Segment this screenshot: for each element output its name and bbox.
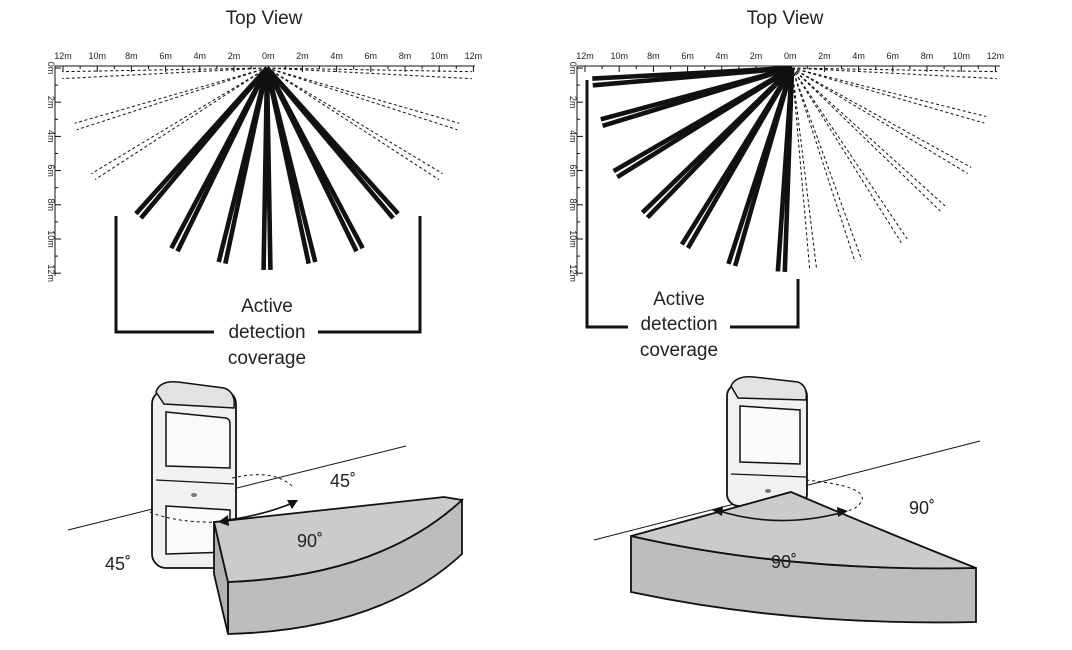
x-tick-label: 8m [125, 51, 138, 61]
x-tick-label: 12m [987, 51, 1005, 61]
x-tick-label: 6m [159, 51, 172, 61]
x-tick-label: 10m [88, 51, 106, 61]
y-tick-label: 8m [46, 199, 56, 212]
y-tick-label: 6m [568, 164, 578, 177]
coverage-label-line2-left: detection [228, 322, 305, 343]
angle-label-center-right: 90˚ [771, 552, 797, 572]
coverage-bracket-left [114, 216, 422, 334]
wall-line-left [67, 445, 407, 531]
x-tick-label: 12m [465, 51, 483, 61]
x-tick-label: 8m [647, 51, 660, 61]
y-tick-label: 12m [46, 264, 56, 282]
x-tick-label: 6m [681, 51, 694, 61]
angle-label-center: 90˚ [297, 531, 323, 551]
coverage-label-line3-left: coverage [228, 348, 306, 369]
x-tick-label: 12m [54, 51, 72, 61]
x-tick-label: 2m [750, 51, 763, 61]
y-tick-label: 10m [568, 230, 578, 248]
coverage-floor-left [212, 496, 464, 635]
x-tick-label: 4m [852, 51, 865, 61]
beam-pattern-left [62, 66, 472, 271]
y-tick-label: 0m [568, 62, 578, 75]
y-tick-label: 2m [46, 96, 56, 109]
x-tick-label: 8m [399, 51, 412, 61]
y-tick-label: 4m [46, 130, 56, 143]
detector-device-right [726, 375, 808, 507]
x-tick-label: 12m [576, 51, 594, 61]
x-tick-label: 0m [262, 51, 275, 61]
x-tick-label: 8m [921, 51, 934, 61]
x-tick-label: 10m [952, 51, 970, 61]
angle-label-right: 45˚ [330, 471, 356, 491]
y-tick-label: 6m [46, 164, 56, 177]
angle-label-left: 45˚ [105, 554, 131, 574]
coverage-floor-right [630, 491, 977, 624]
x-tick-label: 4m [330, 51, 343, 61]
top-view-title-left: Top View [226, 8, 303, 29]
x-tick-label: 6m [365, 51, 378, 61]
y-tick-label: 8m [568, 199, 578, 212]
coverage-label-line3-right: coverage [640, 340, 718, 361]
y-tick-label: 2m [568, 96, 578, 109]
x-tick-label: 6m [887, 51, 900, 61]
y-tick-label: 12m [568, 264, 578, 282]
x-tick-label: 10m [430, 51, 448, 61]
angle-label-right-panel: 90˚ [909, 498, 935, 518]
coverage-label-line1-left: Active [241, 296, 293, 317]
x-tick-label: 0m [784, 51, 797, 61]
x-tick-label: 2m [228, 51, 241, 61]
y-tick-label: 4m [568, 130, 578, 143]
x-tick-label: 2m [296, 51, 309, 61]
coverage-label-line1-right: Active [653, 289, 705, 310]
top-view-title-right: Top View [747, 8, 824, 29]
coverage-bracket-right [585, 80, 800, 329]
x-tick-label: 10m [610, 51, 628, 61]
beam-pattern-right [592, 65, 997, 272]
y-tick-label: 10m [46, 230, 56, 248]
x-tick-label: 4m [716, 51, 729, 61]
coverage-label-line2-right: detection [640, 314, 717, 335]
x-tick-label: 2m [818, 51, 831, 61]
x-tick-label: 4m [194, 51, 207, 61]
y-tick-label: 0m [46, 62, 56, 75]
